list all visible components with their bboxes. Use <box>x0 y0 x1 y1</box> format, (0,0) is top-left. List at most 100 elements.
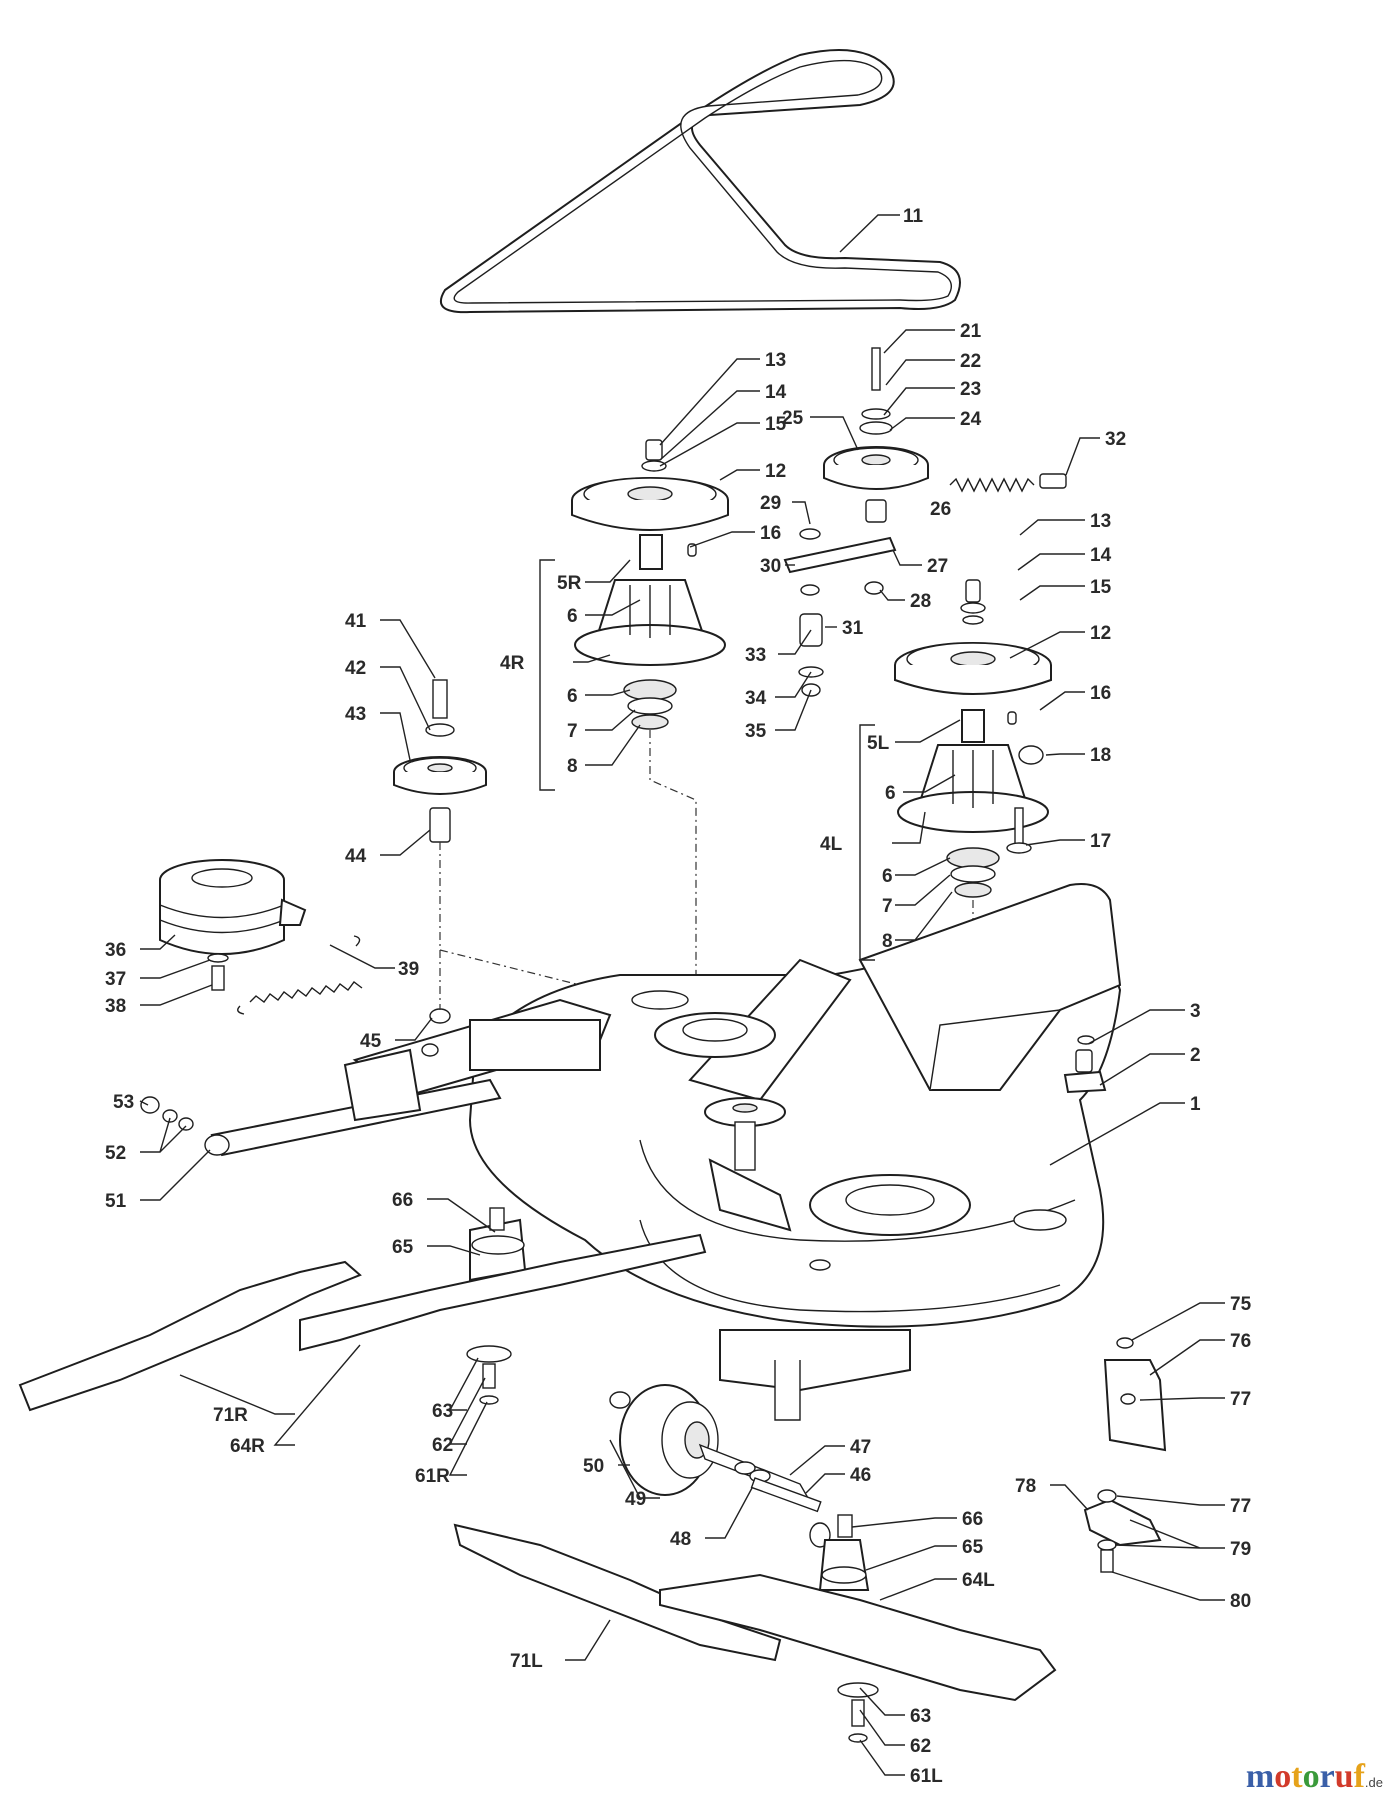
callout-65b: 65 <box>962 1537 984 1558</box>
callout-32: 32 <box>1105 429 1126 450</box>
deck-lift-arm <box>140 998 612 1157</box>
watermark-letter: m <box>1245 1758 1275 1795</box>
callout-13b: 13 <box>1090 511 1111 532</box>
callout-29: 29 <box>760 493 781 514</box>
gauge-wheel-assembly <box>609 1384 831 1548</box>
callout-61R: 61R <box>415 1466 450 1487</box>
callout-12b: 12 <box>1090 623 1111 644</box>
watermark-letter: r <box>1319 1758 1335 1795</box>
callout-37: 37 <box>105 969 126 990</box>
callout-49: 49 <box>625 1489 646 1510</box>
callout-41: 41 <box>345 611 367 632</box>
callout-66b: 66 <box>962 1509 983 1530</box>
callout-71R: 71R <box>213 1405 248 1426</box>
mulch-kit-parts <box>1083 1337 1167 1573</box>
callout-61L: 61L <box>910 1766 943 1787</box>
callout-5R: 5R <box>557 573 582 594</box>
watermark-letter: t <box>1291 1758 1303 1795</box>
callout-33: 33 <box>745 645 766 666</box>
callout-39: 39 <box>398 959 419 980</box>
watermark-letter: o <box>1274 1758 1292 1795</box>
bracket-4R <box>539 559 555 791</box>
pulley-43-assembly <box>393 679 487 1024</box>
callout-77b: 77 <box>1230 1496 1251 1517</box>
callout-25: 25 <box>782 408 804 429</box>
callout-7b: 7 <box>882 896 893 917</box>
callout-47: 47 <box>850 1437 871 1458</box>
callout-15a: 15 <box>765 414 787 435</box>
callout-30: 30 <box>760 556 781 577</box>
callout-23: 23 <box>960 379 981 400</box>
watermark-letter: f <box>1353 1758 1365 1795</box>
callout-52: 52 <box>105 1143 126 1164</box>
callout-7a: 7 <box>567 721 578 742</box>
callout-53: 53 <box>113 1092 134 1113</box>
callout-66a: 66 <box>392 1190 413 1211</box>
blade-assembly-left <box>453 1514 1057 1743</box>
callout-31: 31 <box>842 618 864 639</box>
callout-62a: 62 <box>432 1435 453 1456</box>
callout-79: 79 <box>1230 1539 1251 1560</box>
callout-43: 43 <box>345 704 366 725</box>
callout-2: 2 <box>1190 1045 1201 1066</box>
callout-27: 27 <box>927 556 948 577</box>
callout-1: 1 <box>1190 1094 1201 1115</box>
callout-4R: 4R <box>500 653 525 674</box>
callout-75: 75 <box>1230 1294 1252 1315</box>
callout-17: 17 <box>1090 831 1111 852</box>
callout-6b: 6 <box>567 686 578 707</box>
callout-34: 34 <box>745 688 767 709</box>
callout-18: 18 <box>1090 745 1111 766</box>
callout-16b: 16 <box>1090 683 1111 704</box>
callout-12a: 12 <box>765 461 786 482</box>
callout-45: 45 <box>360 1031 382 1052</box>
drive-belt <box>439 49 961 314</box>
deck-bracket-2 <box>1063 1035 1107 1094</box>
spindle-right-assembly <box>571 439 729 730</box>
callout-leaders <box>139 214 1225 1776</box>
callout-48: 48 <box>670 1529 691 1550</box>
callout-64R: 64R <box>230 1436 265 1457</box>
callout-77a: 77 <box>1230 1389 1251 1410</box>
callout-4L: 4L <box>820 834 843 855</box>
callout-46: 46 <box>850 1465 871 1486</box>
blade-assembly-right <box>18 1207 707 1412</box>
callout-26: 26 <box>930 499 951 520</box>
callout-65a: 65 <box>392 1237 414 1258</box>
callout-6c: 6 <box>885 783 896 804</box>
idler-pulley-assembly <box>823 347 1067 523</box>
motoruf-watermark: motoruf.de <box>1246 1758 1383 1796</box>
callout-51: 51 <box>105 1191 127 1212</box>
callout-11: 11 <box>903 206 924 227</box>
callout-8a: 8 <box>567 756 578 777</box>
callout-8b: 8 <box>882 931 893 952</box>
pto-clutch-assembly <box>159 859 363 1015</box>
callout-38: 38 <box>105 996 126 1017</box>
callout-15b: 15 <box>1090 577 1112 598</box>
callout-78: 78 <box>1015 1476 1036 1497</box>
callout-35: 35 <box>745 721 767 742</box>
watermark-suffix: .de <box>1364 1775 1383 1790</box>
callout-71L: 71L <box>510 1651 543 1672</box>
callout-22: 22 <box>960 351 981 372</box>
watermark-letter: u <box>1334 1758 1354 1795</box>
callout-44: 44 <box>345 846 367 867</box>
callout-6d: 6 <box>882 866 893 887</box>
callout-13a: 13 <box>765 350 786 371</box>
watermark-letter: o <box>1302 1758 1320 1795</box>
callout-50: 50 <box>583 1456 604 1477</box>
callout-24: 24 <box>960 409 982 430</box>
callout-63b: 63 <box>910 1706 931 1727</box>
mower-deck-housing <box>468 883 1122 1421</box>
callout-64L: 64L <box>962 1570 995 1591</box>
callout-63a: 63 <box>432 1401 453 1422</box>
callout-80: 80 <box>1230 1591 1251 1612</box>
callout-14a: 14 <box>765 382 787 403</box>
callout-28: 28 <box>910 591 931 612</box>
bracket-4L <box>859 724 875 961</box>
callout-21: 21 <box>960 321 982 342</box>
callout-62b: 62 <box>910 1736 931 1757</box>
callout-labels: 11 21 22 23 24 25 13 14 15 12 16 5R 6 4R… <box>105 206 1252 1787</box>
callout-3: 3 <box>1190 1001 1201 1022</box>
